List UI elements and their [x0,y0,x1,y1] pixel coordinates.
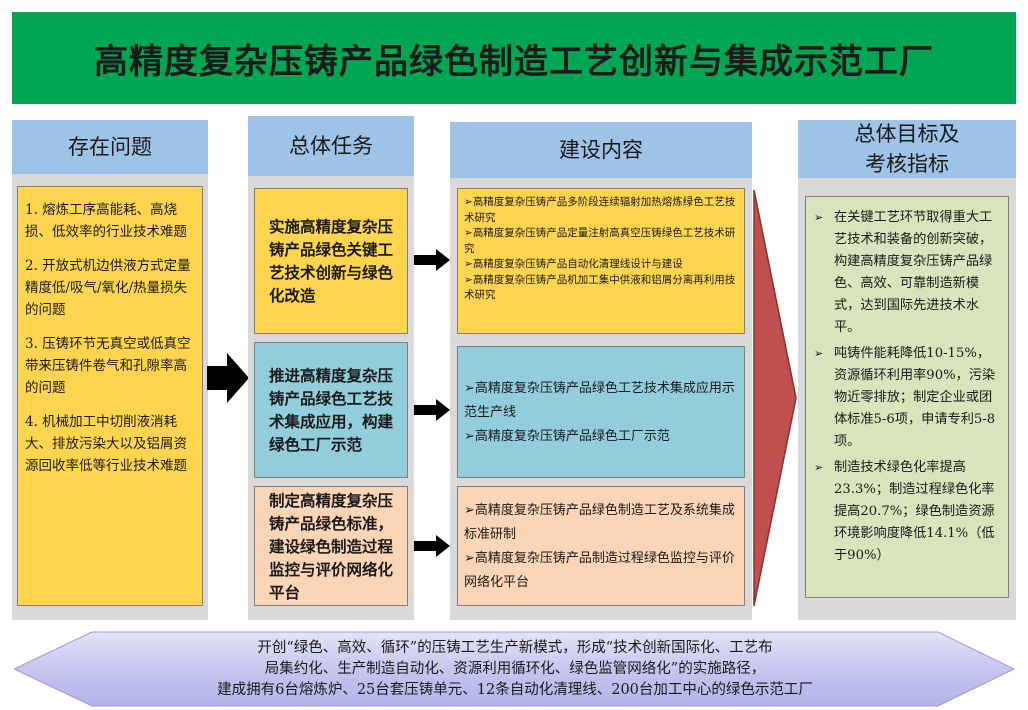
problems-header: 存在问题 [12,120,208,174]
bullet-arrow-icon: ➢ [464,503,475,518]
bullet-arrow-icon: ➢ [464,551,475,566]
task-box: 实施高精度复杂压铸产品绿色关键工艺技术创新与绿色化改造 [254,188,408,334]
content-item: ➢高精度复杂压铸产品绿色工厂示范 [464,429,670,444]
summary-line: 建成拥有6台熔炼炉、25台套压铸单元、12条自动化清理线、200台加工中心的绿色… [217,681,813,698]
content-box: ➢高精度复杂压铸产品绿色工艺技术集成应用示范生产线 ➢高精度复杂压铸产品绿色工厂… [457,346,745,478]
problem-item: 4. 机械加工中切削液消耗大、排放污染大以及铝屑资源回收率低等行业技术难题 [25,414,187,474]
summary-line: 局集约化、生产制造自动化、资源利用循环化、绿色监管网络化”的实施路径， [264,660,766,677]
goals-header-line: 考核指标 [865,152,949,176]
goal-item: ➢ 制造技术绿色化率提高23.3%；制造过程绿色化率提高20.7%；绿色制造资源… [814,457,1000,567]
goals-header-line: 总体目标及 [854,122,960,146]
summary-line: 开创“绿色、高效、循环”的压铸工艺生产新模式，形成“技术创新国际化、工艺布 [257,639,773,656]
bullet-arrow-icon: ➢ [464,258,473,270]
problem-item: 1. 熔炼工序高能耗、高烧损、低效率的行业技术难题 [25,202,187,240]
content-header: 建设内容 [450,122,752,178]
problem-item: 3. 压铸环节无真空或低真空带来压铸件卷气和孔隙率高的问题 [25,336,191,396]
task-text: 制定高精度复杂压铸产品绿色标准，建设绿色制造过程监控与评价网络化平台 [269,490,394,602]
right-arrow-icon [207,353,249,403]
bullet-arrow-icon: ➢ [814,461,824,474]
task-text: 推进高精度复杂压铸产品绿色工艺技术集成应用，构建绿色工厂示范 [269,366,394,454]
right-arrow-icon [414,535,450,557]
content-item: ➢高精度复杂压铸产品绿色工艺技术集成应用示范生产线 [464,381,735,420]
content-item: ➢高精度复杂压铸产品自动化清理线设计与建设 [464,258,683,270]
diagram-title: 高精度复杂压铸产品绿色制造工艺创新与集成示范工厂 [94,41,934,82]
bullet-arrow-icon: ➢ [464,381,475,396]
content-item: ➢高精度复杂压铸产品制造过程绿色监控与评价网络化平台 [464,551,735,590]
bullet-arrow-icon: ➢ [464,227,473,239]
goals-box: ➢ 在关键工艺环节取得重大工艺技术和装备的创新突破，构建高精度复杂压铸产品绿色、… [805,196,1009,598]
content-item: ➢高精度复杂压铸产品机加工集中供液和铝屑分离再利用技术研究 [464,273,736,302]
goal-item: ➢ 吨铸件能耗降低10-15%，资源循环利用率90%，污染物近零排放；制定企业或… [814,343,1000,453]
right-arrow-icon [414,249,450,271]
tasks-header: 总体任务 [248,116,414,176]
bullet-arrow-icon: ➢ [814,211,824,224]
content-box: ➢高精度复杂压铸产品多阶段连续辐射加热熔炼绿色工艺技术研究 ➢高精度复杂压铸产品… [457,188,745,334]
content-item: ➢高精度复杂压铸产品定量注射高真空压铸绿色工艺技术研究 [464,227,736,255]
bullet-arrow-icon: ➢ [464,273,473,286]
bullet-arrow-icon: ➢ [814,347,824,360]
task-box: 制定高精度复杂压铸产品绿色标准，建设绿色制造过程监控与评价网络化平台 [254,486,408,606]
big-triangle-arrow-icon [753,189,797,607]
problem-item: 2. 开放式机边供液方式定量精度低/吸气/氧化/热量损失的问题 [25,258,191,318]
goals-header: 总体目标及 考核指标 [798,120,1016,178]
problems-box: 1. 熔炼工序高能耗、高烧损、低效率的行业技术难题 2. 开放式机边供液方式定量… [17,186,203,606]
summary-text: 开创“绿色、高效、循环”的压铸工艺生产新模式，形成“技术创新国际化、工艺布 局集… [100,636,930,702]
bullet-arrow-icon: ➢ [464,429,475,444]
double-arrow-banner [14,631,1016,707]
title-bar: 高精度复杂压铸产品绿色制造工艺创新与集成示范工厂 [12,12,1016,104]
content-box: ➢高精度复杂压铸产品绿色制造工艺及系统集成标准研制 ➢高精度复杂压铸产品制造过程… [457,486,745,606]
task-text: 实施高精度复杂压铸产品绿色关键工艺技术创新与绿色化改造 [269,217,394,305]
task-box: 推进高精度复杂压铸产品绿色工艺技术集成应用，构建绿色工厂示范 [254,342,408,478]
right-arrow-icon [414,399,450,421]
bullet-arrow-icon: ➢ [464,196,473,208]
content-item: ➢高精度复杂压铸产品多阶段连续辐射加热熔炼绿色工艺技术研究 [464,196,736,224]
goal-item: ➢ 在关键工艺环节取得重大工艺技术和装备的创新突破，构建高精度复杂压铸产品绿色、… [814,207,1000,339]
content-item: ➢高精度复杂压铸产品绿色制造工艺及系统集成标准研制 [464,503,735,542]
